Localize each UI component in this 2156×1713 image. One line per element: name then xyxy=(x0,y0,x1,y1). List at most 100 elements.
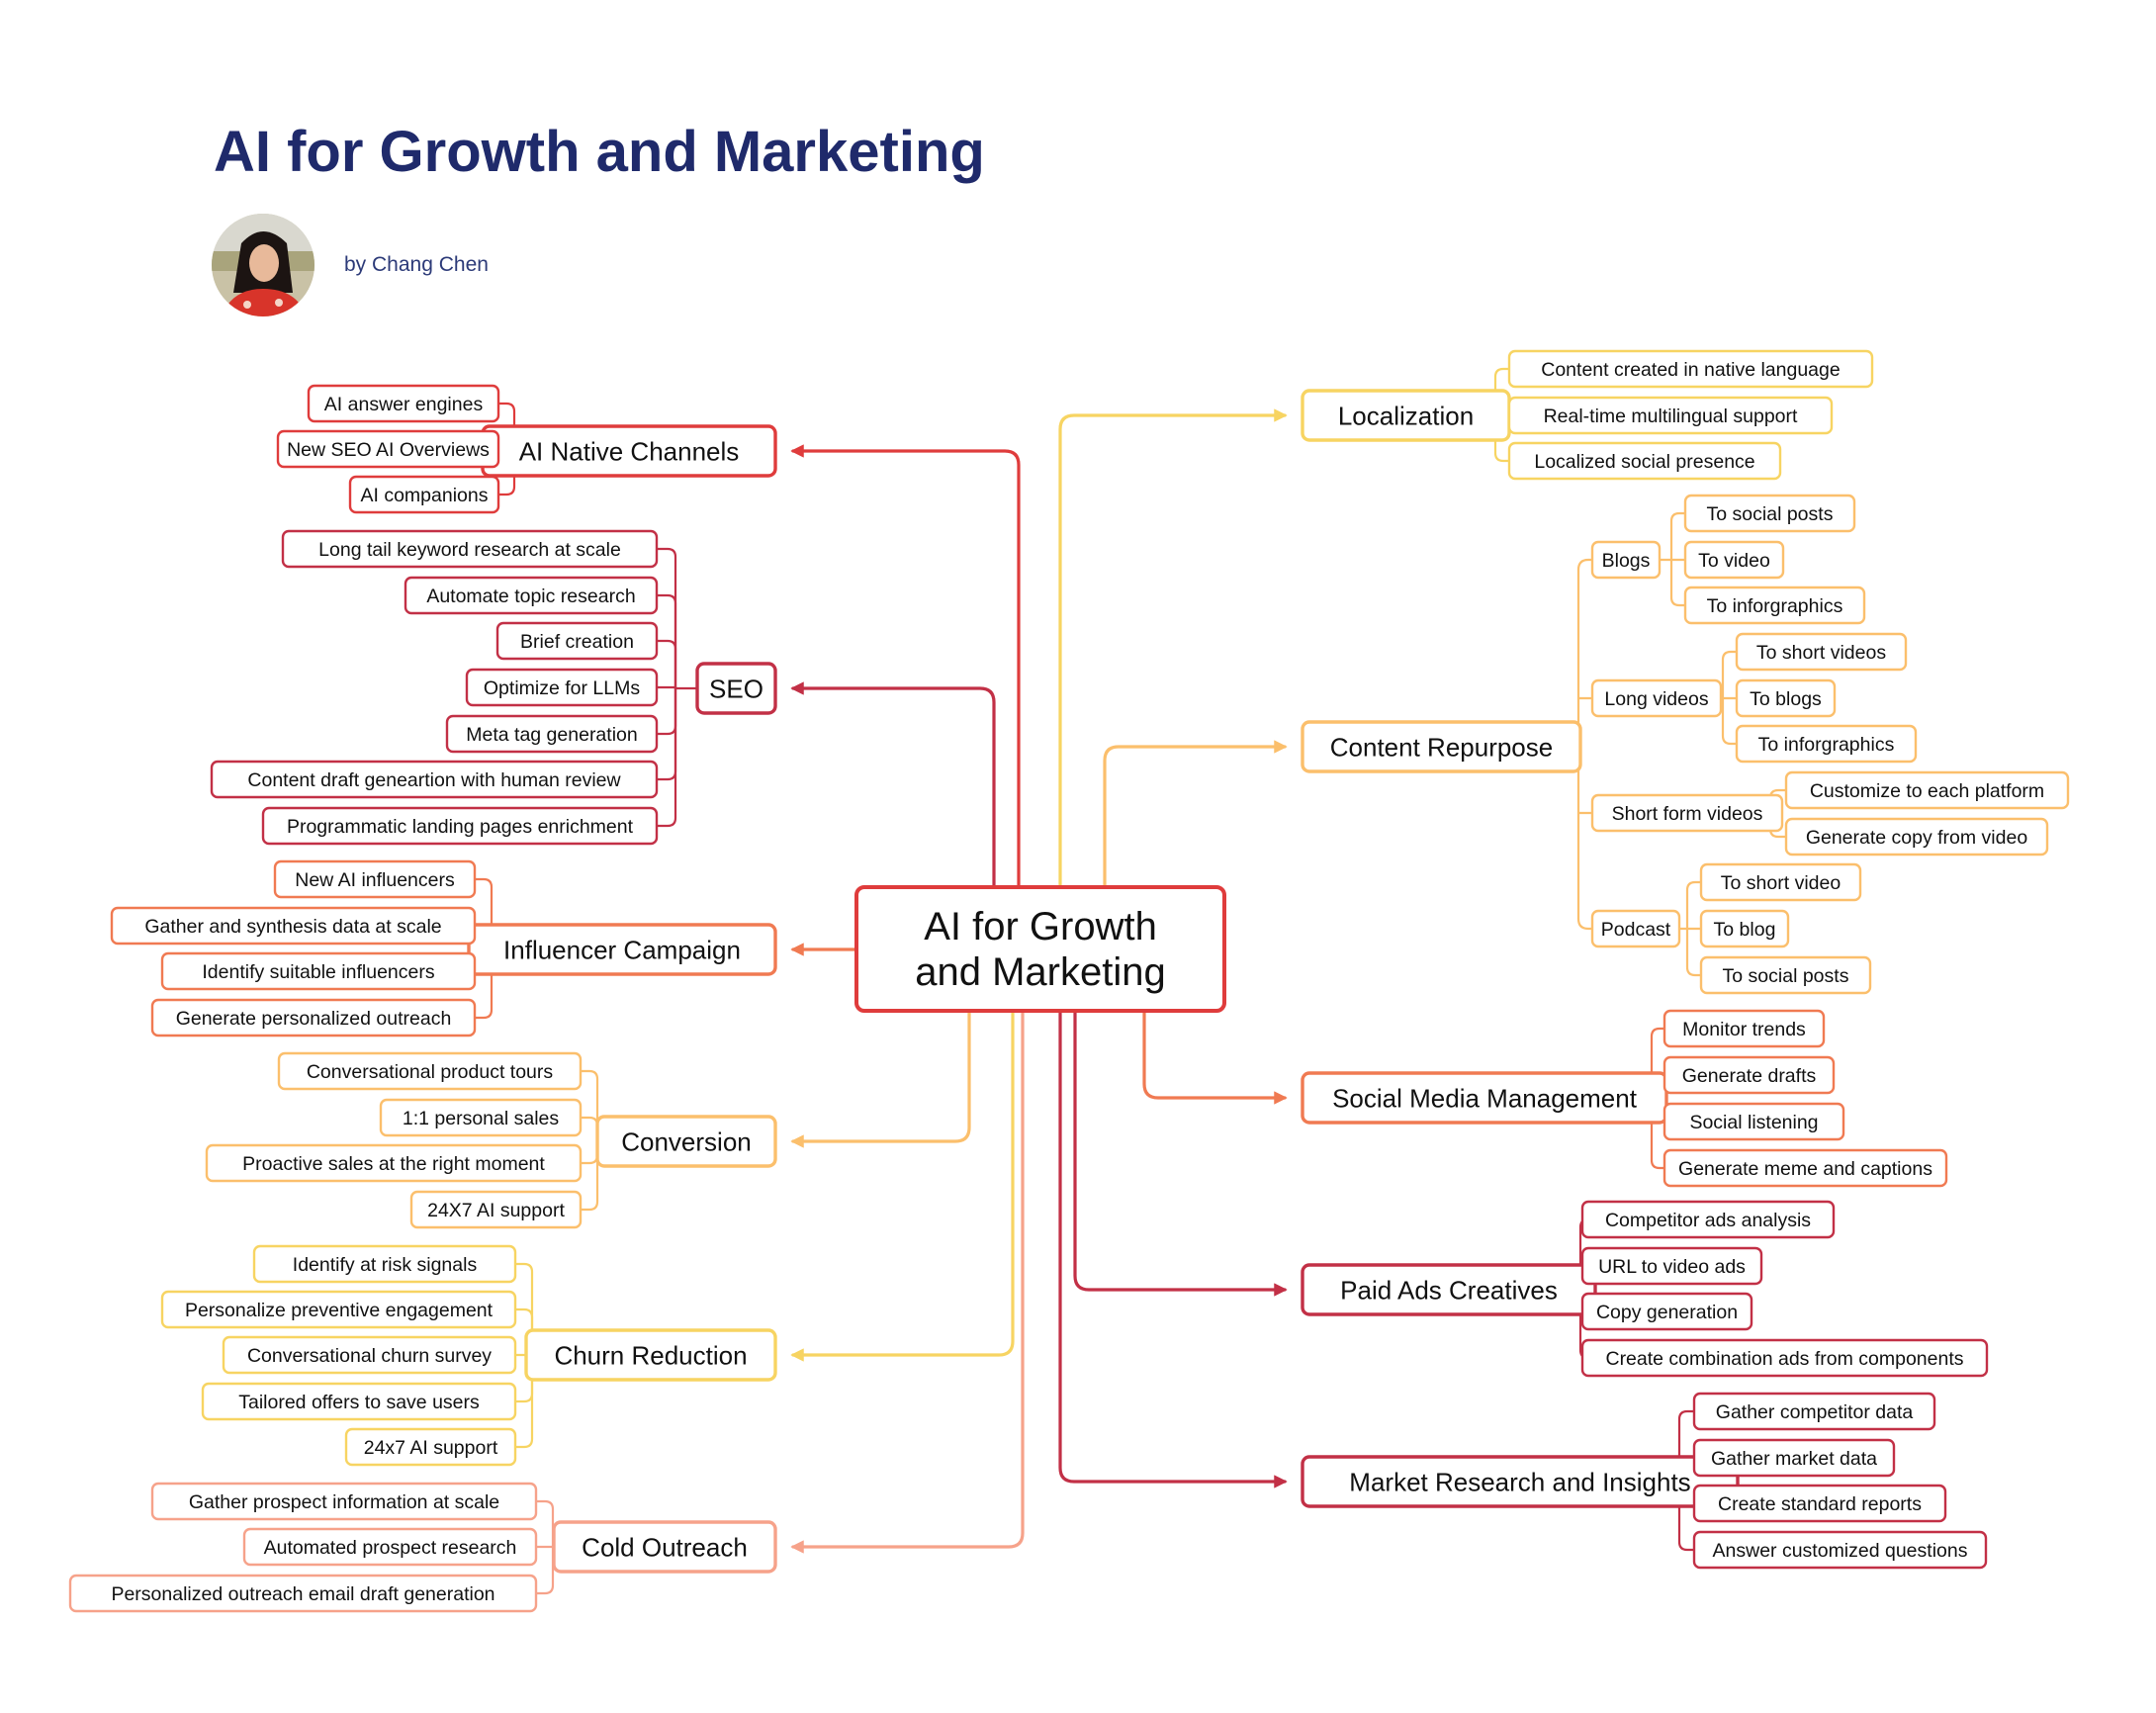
connector-paid-ads-creatives xyxy=(1073,1009,1288,1297)
leaf-gather-prospect-information-at-scale: Gather prospect information at scale xyxy=(150,1482,538,1521)
leaf-connector xyxy=(496,449,516,496)
leaf-to-blogs-label: To blogs xyxy=(1750,688,1822,710)
leaf-identify-at-risk-signals-label: Identify at risk signals xyxy=(293,1254,478,1276)
leaf-ai-answer-engines: AI answer engines xyxy=(307,384,500,423)
leaf-connector xyxy=(655,593,677,690)
leaf-proactive-sales-at-the-right-moment-label: Proactive sales at the right moment xyxy=(242,1153,545,1175)
leaf-connector xyxy=(513,1262,534,1357)
leaf-generate-copy-from-video: Generate copy from video xyxy=(1784,817,2049,856)
leaf-connector xyxy=(473,877,494,951)
leaf-ai-answer-engines-label: AI answer engines xyxy=(324,394,484,415)
leaf-content-created-in-native-language: Content created in native language xyxy=(1507,349,1874,389)
leaf-24x7-ai-support: 24x7 AI support xyxy=(344,1427,517,1467)
leaf-ai-companions: AI companions xyxy=(348,475,500,514)
leaf-identify-suitable-influencers-label: Identify suitable influencers xyxy=(202,961,434,983)
leaf-gather-prospect-information-at-scale-label: Gather prospect information at scale xyxy=(189,1491,499,1513)
leaf-monitor-trends: Monitor trends xyxy=(1662,1009,1826,1048)
leaf-connector xyxy=(1685,880,1703,931)
leaf-competitor-ads-analysis-label: Competitor ads analysis xyxy=(1605,1210,1811,1231)
leaf-to-social-posts-label: To social posts xyxy=(1707,503,1834,525)
branch-content-repurpose: Content Repurpose xyxy=(1301,720,1582,773)
leaf-connector xyxy=(1677,1409,1696,1484)
branch-cold-outreach-label: Cold Outreach xyxy=(582,1532,748,1562)
branch-churn-reduction: Churn Reduction xyxy=(524,1328,777,1382)
leaf-proactive-sales-at-the-right-moment: Proactive sales at the right moment xyxy=(205,1143,583,1183)
leaf-create-combination-ads-from-components: Create combination ads from components xyxy=(1580,1338,1989,1378)
leaf-personalize-preventive-engagement-label: Personalize preventive engagement xyxy=(185,1300,494,1321)
leaf-connector xyxy=(513,1307,534,1357)
leaf-create-standard-reports-label: Create standard reports xyxy=(1718,1493,1922,1515)
branch-influencer-campaign-label: Influencer Campaign xyxy=(503,935,741,964)
leaf-programmatic-landing-pages-enrichment: Programmatic landing pages enrichment xyxy=(261,806,659,846)
leaf-new-seo-ai-overviews-label: New SEO AI Overviews xyxy=(287,439,490,461)
leaf-long-tail-keyword-research-at-scale: Long tail keyword research at scale xyxy=(281,529,659,569)
branch-market-research-and-insights: Market Research and Insights xyxy=(1301,1455,1740,1508)
leaf-to-inforgraphics: To inforgraphics xyxy=(1735,724,1918,764)
leaf-to-inforgraphics-label: To inforgraphics xyxy=(1758,734,1895,756)
sub-long-videos-label: Long videos xyxy=(1604,688,1708,710)
leaf-to-short-video-label: To short video xyxy=(1721,872,1842,894)
leaf-optimize-for-llms-label: Optimize for LLMs xyxy=(484,677,640,699)
leaf-localized-social-presence: Localized social presence xyxy=(1507,441,1782,481)
leaf-gather-and-synthesis-data-at-scale: Gather and synthesis data at scale xyxy=(110,906,477,946)
leaf-personalized-outreach-email-draft-generation-label: Personalized outreach email draft genera… xyxy=(111,1583,494,1605)
leaf-monitor-trends-label: Monitor trends xyxy=(1682,1019,1806,1040)
leaf-to-inforgraphics: To inforgraphics xyxy=(1683,586,1866,625)
leaf-new-ai-influencers-label: New AI influencers xyxy=(295,869,455,891)
leaf-customize-to-each-platform-label: Customize to each platform xyxy=(1810,780,2044,802)
connector-market-research-and-insights xyxy=(1058,1009,1288,1488)
leaf-generate-drafts: Generate drafts xyxy=(1662,1055,1836,1095)
branch-content-repurpose-label: Content Repurpose xyxy=(1330,732,1553,762)
leaf-conversational-churn-survey: Conversational churn survey xyxy=(222,1335,517,1375)
leaf-optimize-for-llms: Optimize for LLMs xyxy=(465,668,659,707)
branch-ai-native-channels-label: AI Native Channels xyxy=(519,436,740,466)
leaf-generate-copy-from-video-label: Generate copy from video xyxy=(1806,827,2028,849)
leaf-connector xyxy=(1493,367,1511,417)
leaf-connector xyxy=(1669,511,1687,562)
leaf-tailored-offers-to-save-users: Tailored offers to save users xyxy=(201,1382,517,1421)
leaf-generate-meme-and-captions-label: Generate meme and captions xyxy=(1678,1158,1932,1180)
leaf-connector xyxy=(1650,1096,1666,1170)
leaf-ai-companions-label: AI companions xyxy=(361,485,489,506)
connector-social-media-management xyxy=(1142,1009,1288,1105)
leaf-connector xyxy=(655,547,677,690)
leaf-to-short-videos-label: To short videos xyxy=(1756,642,1886,664)
leaf-personalize-preventive-engagement: Personalize preventive engagement xyxy=(160,1290,517,1329)
leaf-copy-generation: Copy generation xyxy=(1580,1292,1753,1331)
leaf-gather-competitor-data: Gather competitor data xyxy=(1692,1392,1936,1431)
leaf-conversational-product-tours-label: Conversational product tours xyxy=(307,1061,554,1083)
leaf-answer-customized-questions-label: Answer customized questions xyxy=(1713,1540,1968,1562)
leaf-connector xyxy=(496,402,516,453)
leaf-connector xyxy=(655,686,677,736)
sub-long-videos: Long videos xyxy=(1590,678,1723,718)
leaf-24x7-ai-support-label: 24x7 AI support xyxy=(364,1437,498,1459)
branch-localization: Localization xyxy=(1301,389,1511,442)
leaf-real-time-multilingual-support: Real-time multilingual support xyxy=(1507,396,1834,435)
leaf-connector xyxy=(579,1139,599,1165)
sub-blogs: Blogs xyxy=(1590,540,1662,580)
leaf-to-short-videos: To short videos xyxy=(1735,632,1908,672)
center-title-line2: and Marketing xyxy=(915,950,1165,994)
leaf-to-short-video: To short video xyxy=(1699,862,1862,902)
branch-ai-native-channels: AI Native Channels xyxy=(481,424,777,478)
leaf-gather-market-data: Gather market data xyxy=(1692,1438,1896,1478)
author-byline: by Chang Chen xyxy=(344,253,489,276)
leaf-to-inforgraphics-label: To inforgraphics xyxy=(1707,595,1843,617)
leaf-connector xyxy=(655,639,677,690)
leaf-connector xyxy=(534,1545,555,1595)
center-title-line1: AI for Growth xyxy=(924,905,1157,948)
sub-podcast: Podcast xyxy=(1590,909,1681,948)
leaf-generate-personalized-outreach: Generate personalized outreach xyxy=(150,998,477,1037)
branch-social-media-management: Social Media Management xyxy=(1301,1071,1668,1125)
leaf-connector xyxy=(1677,1480,1696,1552)
leaf-brief-creation-label: Brief creation xyxy=(520,631,634,653)
branch-localization-label: Localization xyxy=(1338,401,1474,430)
leaf-gather-competitor-data-label: Gather competitor data xyxy=(1716,1401,1914,1423)
leaf-connector xyxy=(655,686,677,828)
page-title: AI for Growth and Marketing xyxy=(214,120,985,184)
branch-seo: SEO xyxy=(695,662,777,715)
leaf-connector xyxy=(1721,650,1739,700)
leaf-answer-customized-questions: Answer customized questions xyxy=(1692,1530,1988,1570)
leaf-customize-to-each-platform: Customize to each platform xyxy=(1784,770,2070,810)
